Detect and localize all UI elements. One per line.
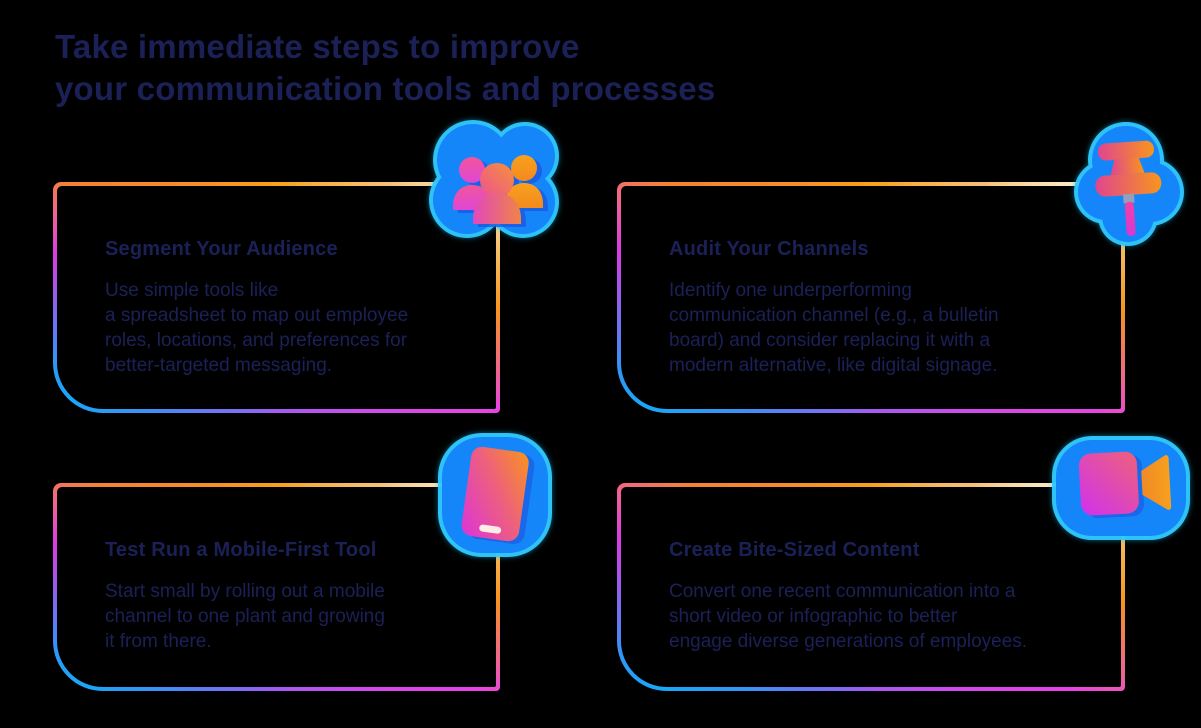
- audience-icon: [425, 116, 565, 246]
- card-inner: Create Bite-Sized Content Convert one re…: [621, 487, 1121, 687]
- card-body: Convert one recent communication into a …: [669, 581, 1028, 652]
- video-camera-icon: [1048, 430, 1196, 548]
- mobile-phone-icon: [430, 427, 560, 563]
- card-create-bite-sized-content: Create Bite-Sized Content Convert one re…: [617, 483, 1125, 691]
- card-body: Identify one underperforming communicati…: [669, 280, 999, 376]
- card-inner: Segment Your Audience Use simple tools l…: [57, 186, 496, 409]
- pushpin-icon: [1068, 118, 1188, 250]
- card-body: Start small by rolling out a mobile chan…: [105, 581, 385, 652]
- card-segment-your-audience: Segment Your Audience Use simple tools l…: [53, 182, 500, 413]
- page-title: Take immediate steps to improve your com…: [55, 28, 716, 107]
- card-audit-your-channels: Audit Your Channels Identify one underpe…: [617, 182, 1125, 413]
- card-inner: Test Run a Mobile-First Tool Start small…: [57, 487, 496, 687]
- card-heading: Segment Your Audience: [105, 238, 338, 260]
- card-test-run-mobile-first-tool: Test Run a Mobile-First Tool Start small…: [53, 483, 500, 691]
- card-heading: Create Bite-Sized Content: [669, 539, 920, 561]
- card-inner: Audit Your Channels Identify one underpe…: [621, 186, 1121, 409]
- card-heading: Audit Your Channels: [669, 238, 869, 260]
- card-heading: Test Run a Mobile-First Tool: [105, 539, 377, 561]
- card-body: Use simple tools like a spreadsheet to m…: [105, 280, 409, 376]
